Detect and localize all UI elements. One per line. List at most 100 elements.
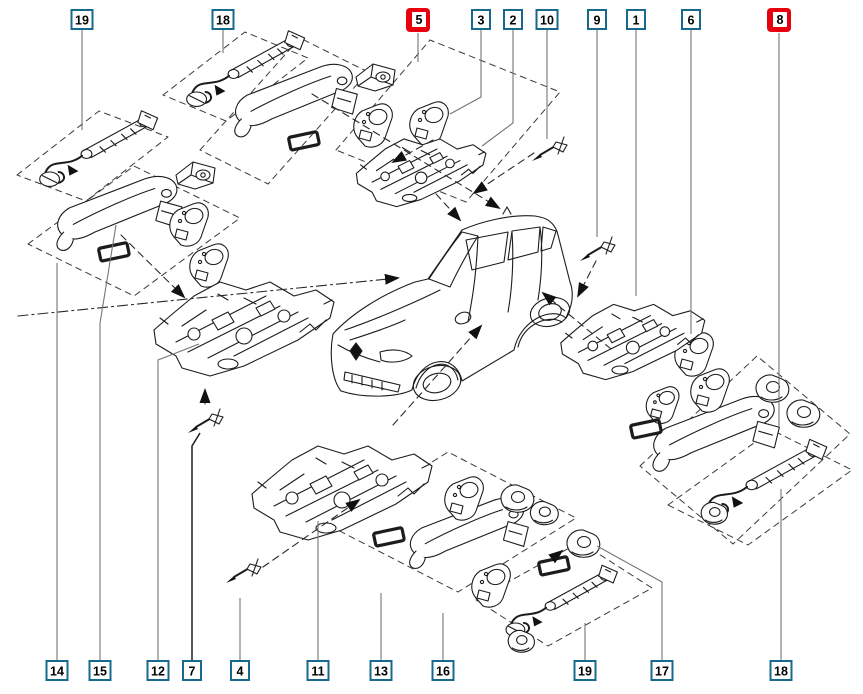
arrow-screw9-to-mechanism	[577, 261, 596, 298]
arrow-to-endcap17	[548, 549, 564, 564]
callout-number: 2	[510, 14, 517, 28]
leader-line	[158, 344, 199, 660]
carrier-mechanism-center	[355, 138, 487, 208]
leader-line	[192, 433, 200, 660]
callout-number: 8	[777, 13, 784, 27]
end-cap-13a	[500, 484, 535, 513]
callout-number: 19	[75, 14, 89, 28]
car-lower-grille	[344, 372, 400, 392]
latch-block-5	[355, 63, 396, 92]
callout-bottom-14[interactable]: 14	[47, 263, 68, 680]
callout-bottom-17[interactable]: 17	[597, 546, 673, 680]
end-cap-13b	[529, 501, 559, 526]
carrier-mechanism-12	[153, 281, 335, 377]
callout-number: 3	[478, 14, 485, 28]
callout-bottom-4[interactable]: 4	[231, 598, 249, 680]
callout-box[interactable]	[148, 661, 169, 680]
callout-box[interactable]	[183, 661, 201, 680]
callout-box[interactable]	[308, 661, 329, 680]
arrow-mech1-to-rear-door	[541, 291, 611, 349]
car-brand-diamond	[350, 343, 362, 360]
screw-7	[187, 408, 224, 434]
callout-box[interactable]	[371, 661, 392, 680]
screw-10	[531, 136, 568, 162]
callout-box-inner	[412, 12, 426, 27]
car-door-seams	[468, 227, 542, 322]
group-box-cable-18-top	[162, 31, 309, 122]
callout-box[interactable]	[90, 661, 111, 680]
bezel-8	[645, 386, 680, 424]
callout-number: 10	[540, 14, 554, 28]
callout-top-9[interactable]: 9	[588, 10, 606, 237]
bezel-3	[409, 101, 449, 146]
callout-number: 18	[216, 14, 230, 28]
bezel-15b	[189, 243, 229, 288]
callout-box[interactable]	[47, 661, 68, 680]
car-quarter-window	[541, 227, 556, 251]
callout-box[interactable]	[504, 10, 522, 29]
cable-actuator-19-left	[38, 109, 159, 188]
callout-number: 15	[93, 665, 107, 679]
callout-box[interactable]	[771, 661, 792, 680]
callout-number: 18	[774, 665, 788, 679]
gasket-19-bottom	[536, 554, 572, 577]
callout-top-6[interactable]: 6	[682, 10, 700, 334]
leader-line	[482, 29, 513, 146]
callout-bottom-7[interactable]: 7	[183, 433, 201, 680]
car-body-outline	[331, 216, 572, 396]
callout-top-18[interactable]: 18	[213, 10, 234, 53]
screw-4	[225, 558, 262, 584]
pointer-arrows	[18, 94, 611, 567]
callout-top-19[interactable]: 19	[72, 10, 93, 130]
callout-box[interactable]	[231, 661, 249, 680]
callout-box[interactable]	[627, 10, 645, 29]
callout-box-inner	[773, 12, 787, 27]
gasket-upper-center	[286, 129, 322, 152]
callout-box[interactable]	[682, 10, 700, 29]
group-box-cable-18-bottom	[667, 429, 853, 546]
handle-grip-upper-center	[234, 63, 358, 138]
callout-box[interactable]	[433, 661, 454, 680]
screw-9	[579, 236, 616, 262]
callout-box[interactable]	[652, 661, 673, 680]
callout-number: 19	[578, 665, 592, 679]
callout-box[interactable]	[213, 10, 234, 29]
callout-top-3[interactable]: 3	[450, 10, 490, 114]
callout-bottom-19[interactable]: 19	[575, 623, 596, 680]
callout-bottom-15[interactable]: 15	[90, 225, 117, 680]
callout-box[interactable]	[537, 10, 558, 29]
arrow-left-to-front-door	[18, 273, 400, 316]
callout-number: 13	[374, 665, 388, 679]
group-box-cable-19-left	[16, 110, 169, 202]
arrow-handle15-to-mech12	[121, 235, 186, 299]
callout-box[interactable]	[588, 10, 606, 29]
callout-top-5[interactable]: 5	[406, 8, 430, 62]
callout-number: 17	[655, 665, 669, 679]
callout-box[interactable]	[575, 661, 596, 680]
callout-number: 9	[594, 14, 601, 28]
car-rear-window	[508, 227, 540, 260]
leader-line	[597, 546, 662, 660]
callout-bottom-12[interactable]: 12	[148, 344, 200, 680]
callout-bottom-13[interactable]: 13	[371, 593, 392, 680]
end-cap-17	[566, 529, 601, 558]
car-antenna	[503, 207, 511, 214]
callout-top-1[interactable]: 1	[627, 10, 645, 296]
callout-top-10[interactable]: 10	[537, 10, 558, 139]
callout-bottom-11[interactable]: 11	[308, 521, 329, 680]
callout-bottom-16[interactable]: 16	[433, 613, 454, 680]
bezel-5a	[353, 103, 393, 148]
leader-line	[100, 225, 116, 660]
callout-box[interactable]	[72, 10, 93, 29]
car-hood-creases	[345, 290, 440, 340]
cable-actuator-19-bottom	[505, 564, 619, 638]
arrow-mechanism-to-car	[436, 194, 462, 222]
callout-top-2[interactable]: 2	[482, 10, 522, 146]
callout-bottom-18[interactable]: 18	[771, 489, 792, 680]
callout-top-8[interactable]: 8	[767, 8, 791, 427]
callout-number: 16	[436, 665, 450, 679]
callout-box[interactable]	[472, 10, 490, 29]
car-headlight	[380, 350, 412, 362]
